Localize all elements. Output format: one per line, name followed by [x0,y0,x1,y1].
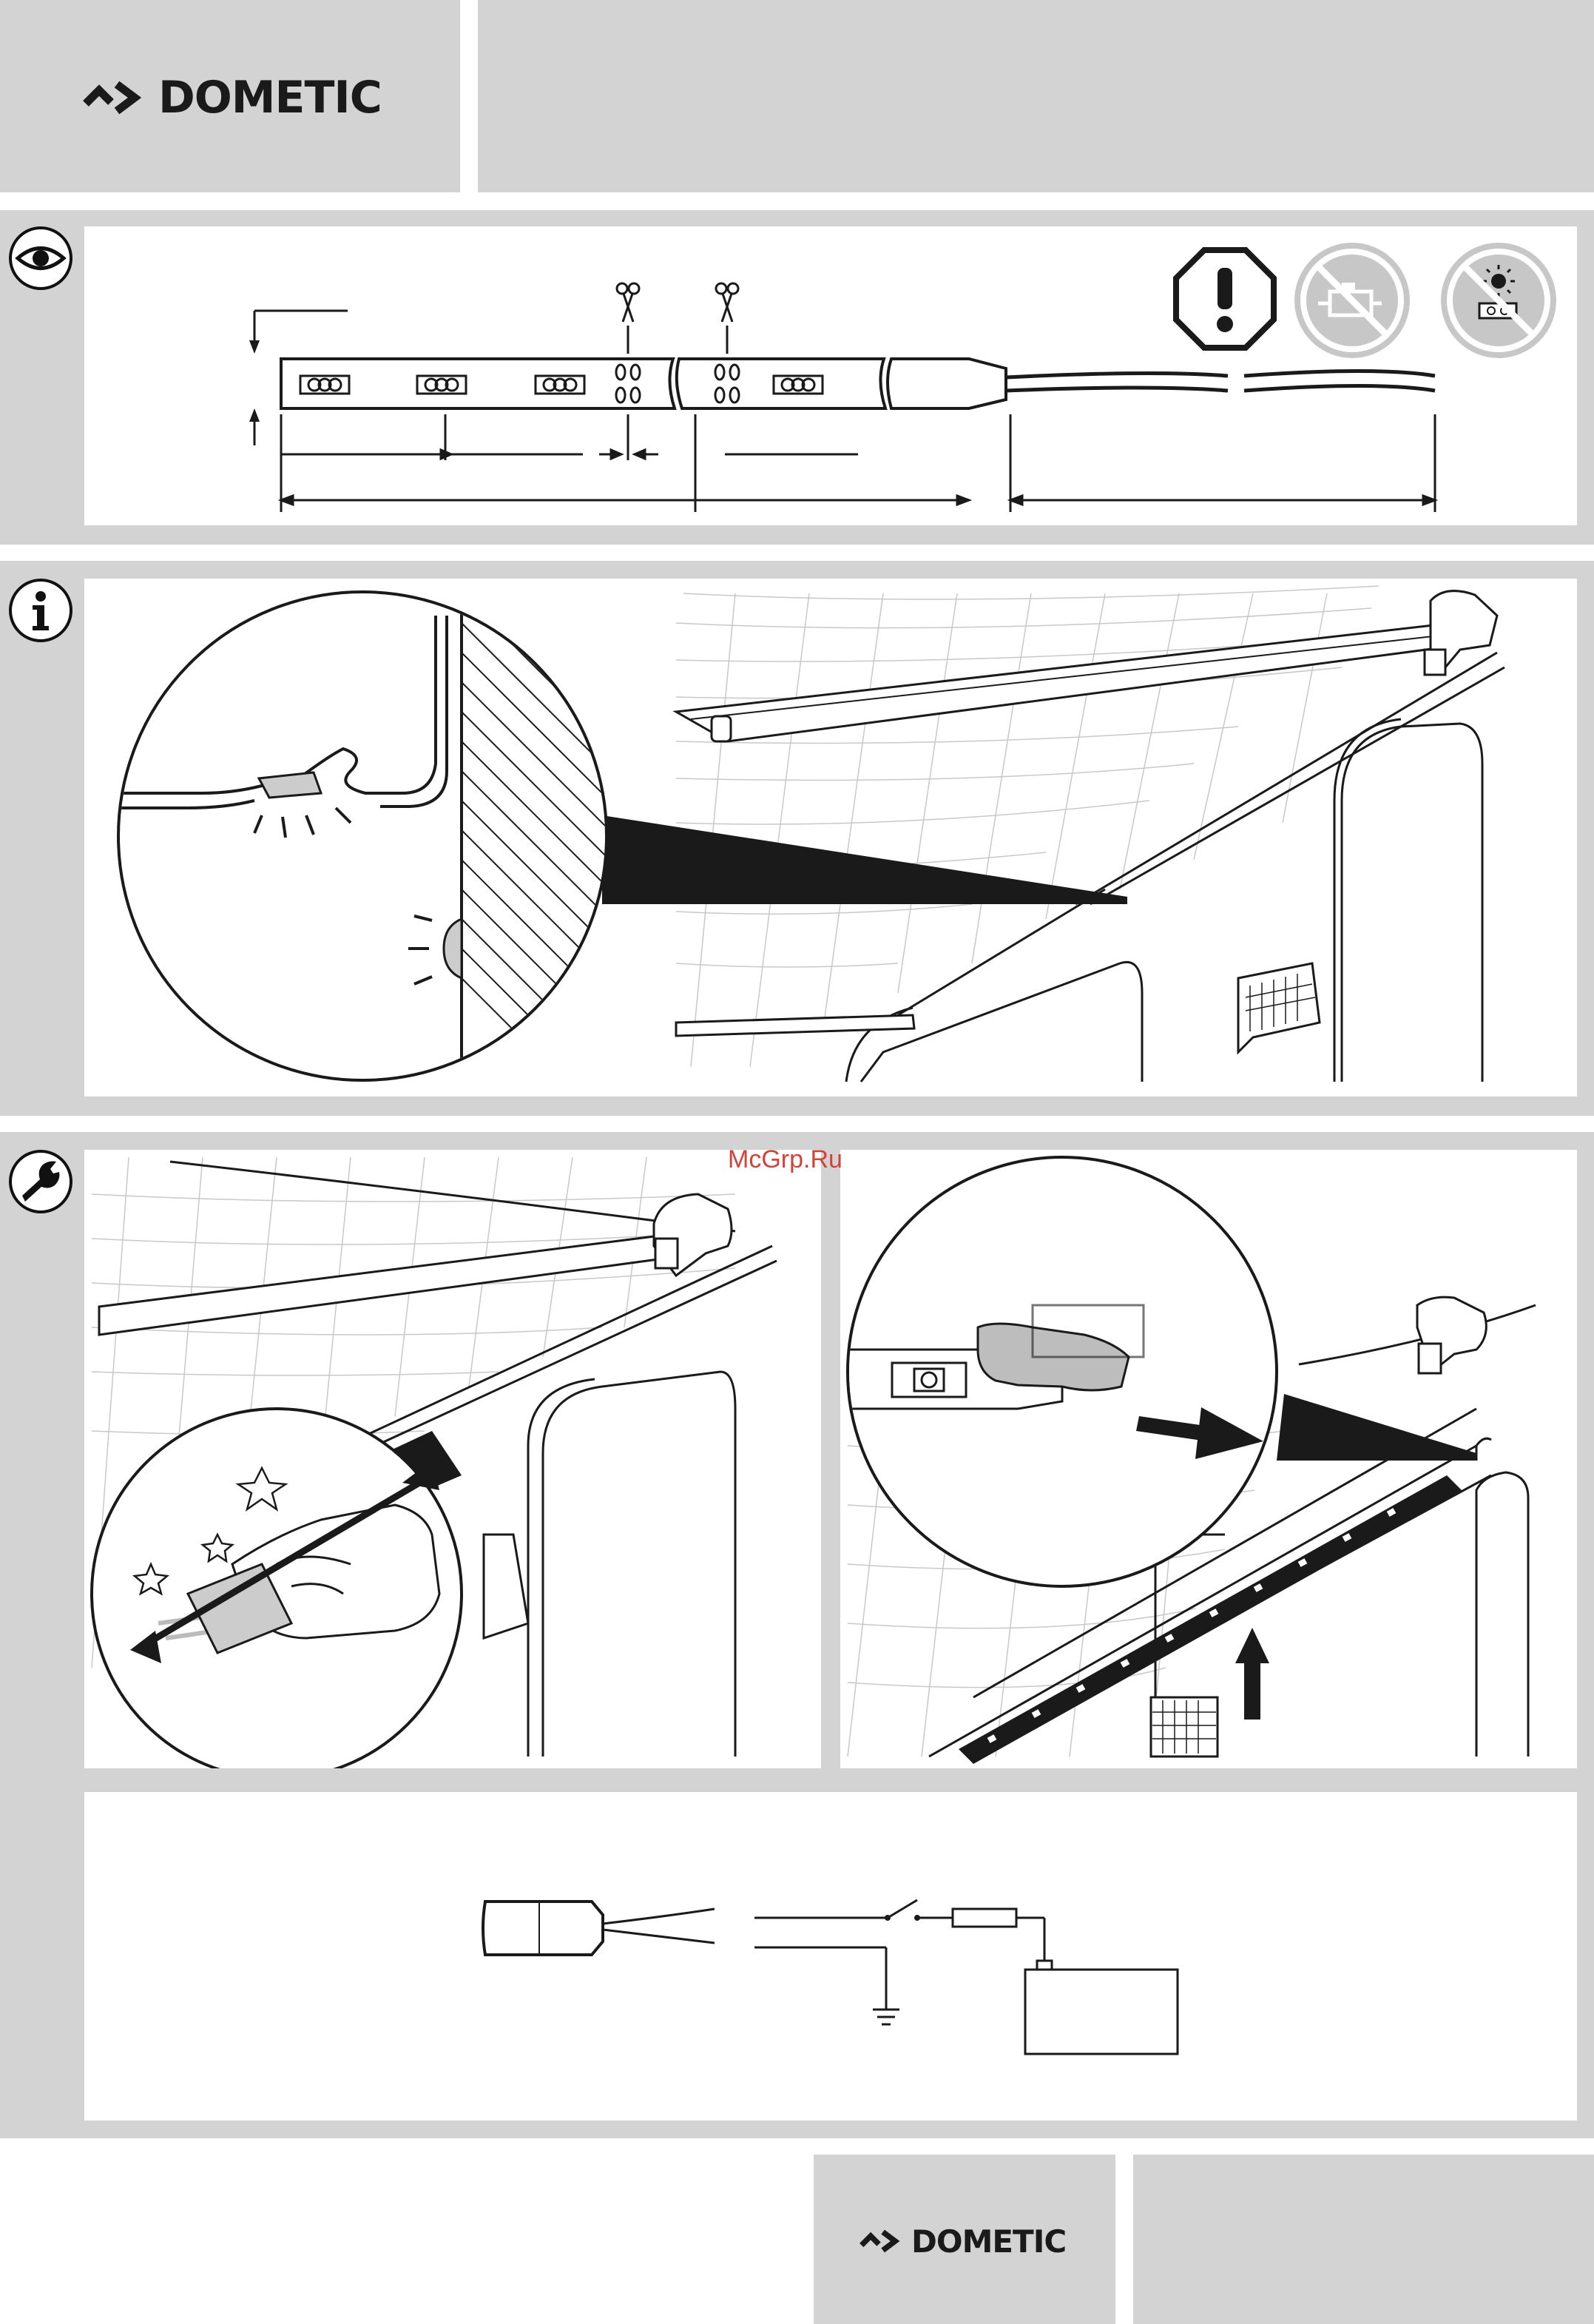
no-engine-cleaner-icon [1289,237,1416,364]
awning-installation-illustration [84,579,1577,1097]
dometic-arrows-icon [83,78,154,117]
brand-name: DOMETIC [911,2223,1066,2260]
header-right-block [478,0,1594,192]
watermark-text: McGrp.Ru [728,1145,842,1174]
scissors-icon [716,283,738,354]
info-icon [12,582,70,639]
cleaning-surface-illustration [84,1150,821,1768]
section-divider [0,545,1594,561]
footer-dometic-logo: DOMETIC [860,2223,1066,2260]
eye-icon [12,229,70,287]
brand-name: DOMETIC [158,72,382,124]
info-section-icon [9,579,72,642]
exclamation-octagon-icon [1173,247,1277,351]
no-sunlight-icon [1435,237,1562,364]
dometic-logo: DOMETIC [83,71,382,124]
dometic-arrows-icon [860,2228,908,2254]
wrench-section-icon [9,1150,72,1213]
press-arrow-up-icon [1235,1628,1269,1720]
footer-right-block [1133,2155,1594,2324]
wrench-icon [12,1153,70,1210]
attach-strip-illustration [840,1150,1577,1768]
scissors-icon [617,283,639,354]
eye-section-icon [9,226,72,290]
wiring-diagram [473,1879,1213,2072]
section-divider [0,1116,1594,1132]
